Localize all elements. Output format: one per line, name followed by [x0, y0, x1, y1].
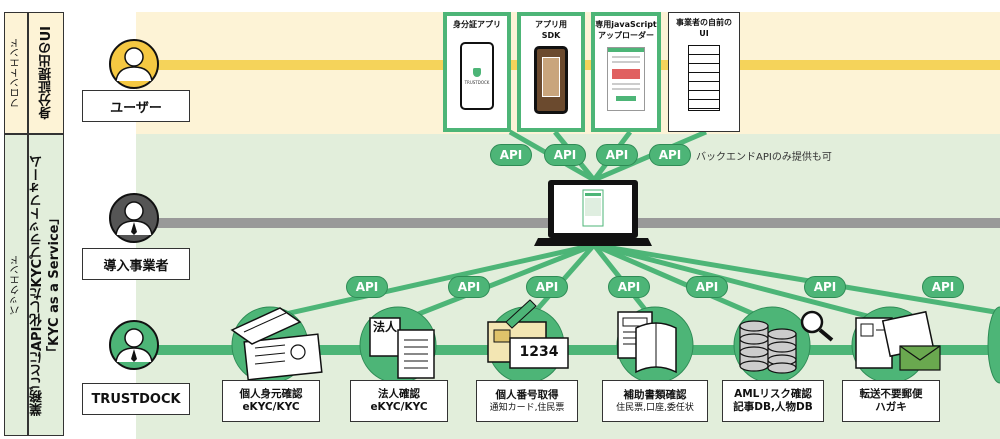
app-card-js-uploader: 専用javaScript アップローダー	[591, 12, 661, 132]
api-pill: API	[346, 276, 388, 298]
api-pill: API	[596, 144, 638, 166]
service-supplementary-docs: 補助書類確認 住民票,口座,委任状	[602, 380, 708, 422]
database-search-icon	[739, 310, 834, 374]
service-connectors	[249, 242, 996, 325]
role-operator: 導入事業者	[82, 248, 190, 280]
laptop-icon	[534, 180, 652, 246]
corp-kanji-label: 法人	[372, 320, 397, 334]
service-aml-risk: AMLリスク確認 記事DB,人物DB	[722, 380, 824, 422]
api-pill: API	[686, 276, 728, 298]
service-personal-kyc: 個人身元確認 eKYC/KYC	[222, 380, 320, 422]
api-pill: API	[490, 144, 532, 166]
service-corporate-kyc: 法人確認 eKYC/KYC	[350, 380, 448, 422]
documents-icon	[617, 311, 677, 374]
api-pill: API	[804, 276, 846, 298]
user-avatar-icon	[109, 39, 159, 89]
api-pill: API	[649, 144, 691, 166]
service-my-number: 個人番号取得 通知カード,住民票	[476, 380, 578, 422]
app-card-sdk: アプリ用 SDK	[517, 12, 585, 132]
api-pill: API	[608, 276, 650, 298]
frontend-layer-label: フロントエンド	[4, 12, 28, 134]
corp-document-icon	[369, 317, 435, 379]
shield-icon	[473, 67, 481, 77]
backend-layer-title: 業務ごとにAPI化したKYCプラットフォーム「KYC as a Service」	[28, 134, 64, 436]
role-trustdock: TRUSTDOCK	[82, 383, 190, 415]
smartphone-icon: TRUSTDOCK	[460, 42, 494, 110]
postcard-icon	[855, 310, 941, 371]
form-grid-icon	[688, 45, 720, 111]
app-card-id-app: 身分証アプリ TRUSTDOCK	[443, 12, 511, 132]
my-number-label: 1234	[519, 344, 559, 360]
api-pill: API	[526, 276, 568, 298]
my-number-card-icon	[487, 299, 569, 369]
frontend-layer-title: 身分証提出のUI	[28, 12, 64, 134]
backend-api-note: バックエンドAPIのみ提供も可	[696, 152, 832, 163]
backend-layer-label: バックエンド	[4, 134, 28, 436]
operator-avatar-icon	[109, 193, 159, 243]
camera-phone-icon	[534, 46, 568, 114]
api-pill: API	[544, 144, 586, 166]
role-user: ユーザー	[82, 90, 190, 122]
trustdock-avatar-icon	[109, 320, 159, 370]
api-pill: API	[448, 276, 490, 298]
web-form-icon	[607, 47, 645, 111]
app-card-own-ui: 事業者の自前の UI	[668, 12, 740, 132]
api-pill: API	[922, 276, 964, 298]
service-postcard: 転送不要郵便 ハガキ	[842, 380, 940, 422]
id-scan-icon	[230, 307, 323, 381]
